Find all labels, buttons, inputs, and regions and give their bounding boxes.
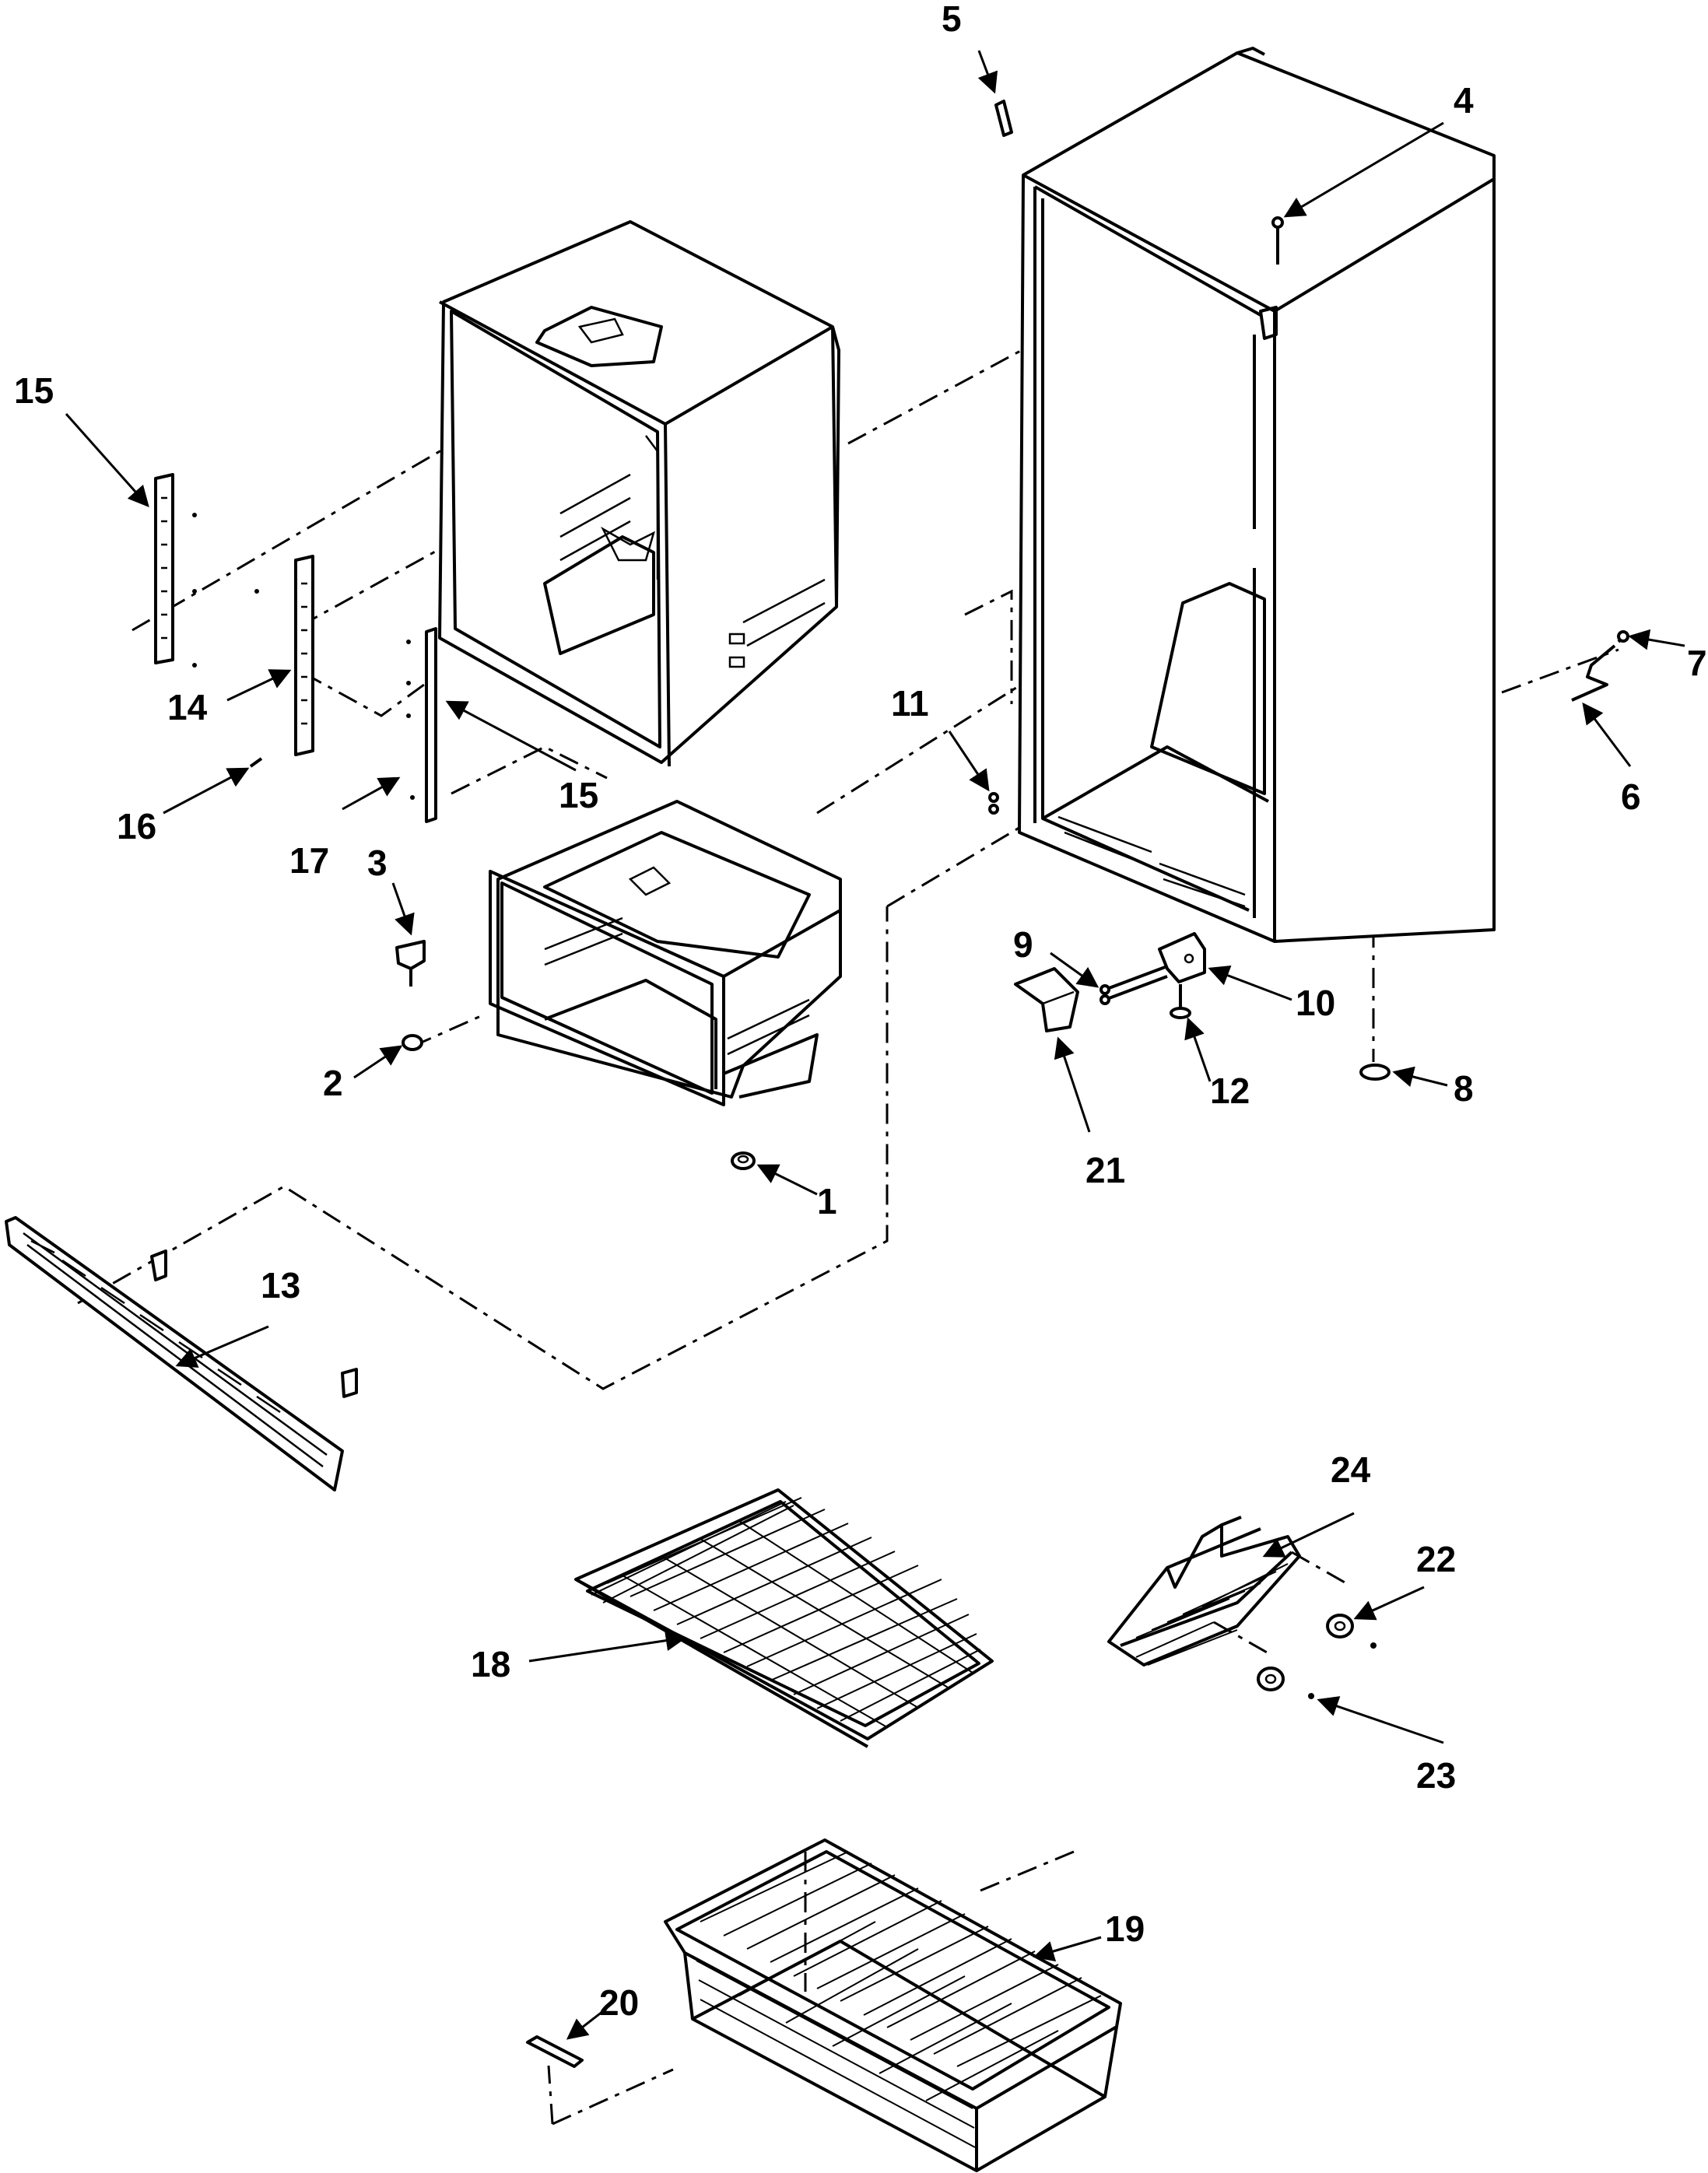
part-15-track-right — [406, 627, 437, 823]
part-24-rack — [1107, 1516, 1301, 1667]
callout-8: 8 — [1454, 1068, 1474, 1109]
part-3-fastener — [395, 940, 426, 987]
callout-20: 20 — [599, 1982, 639, 2023]
callout-leaders — [65, 50, 1685, 2040]
part-10-hinge — [1158, 932, 1206, 983]
callout-15-upper: 15 — [14, 370, 54, 411]
part-18-wire-shelf — [574, 1488, 994, 1748]
callout-21: 21 — [1085, 1150, 1125, 1190]
callout-12: 12 — [1210, 1071, 1250, 1111]
callout-13: 13 — [261, 1265, 300, 1306]
part-6-tube — [1571, 633, 1628, 702]
part-15-track-left — [154, 473, 197, 668]
callout-24: 24 — [1331, 1449, 1371, 1490]
freezer-liner — [438, 220, 840, 767]
part-22-washer — [1326, 1614, 1377, 1649]
callout-23: 23 — [1416, 1755, 1456, 1796]
callout-14: 14 — [167, 687, 208, 727]
part-5-hinge-pin — [994, 100, 1013, 137]
part-11-screws — [988, 792, 999, 815]
callout-9: 9 — [1013, 924, 1033, 965]
part-16-screw — [249, 757, 263, 768]
callout-10: 10 — [1296, 983, 1335, 1023]
callout-19: 19 — [1105, 1908, 1145, 1949]
part-2-washer — [402, 1034, 423, 1051]
refrigerator-cabinet — [1018, 47, 1496, 943]
callout-3: 3 — [367, 843, 388, 883]
assembly-lines — [77, 275, 1619, 2126]
part-20-clip — [526, 2035, 584, 2068]
callout-2: 2 — [323, 1063, 343, 1103]
callout-1: 1 — [817, 1181, 837, 1221]
callout-5: 5 — [942, 0, 962, 39]
callout-17: 17 — [289, 840, 329, 881]
part-1-foot — [731, 1151, 756, 1170]
callout-7: 7 — [1687, 643, 1707, 683]
callout-11: 11 — [891, 683, 929, 724]
part-7-clip — [1617, 630, 1629, 643]
part-14-track — [254, 555, 314, 756]
part-4-screw — [1271, 216, 1284, 265]
part-8-grommet — [1359, 1064, 1391, 1081]
callout-22: 22 — [1416, 1539, 1456, 1579]
part-12-bolt — [1170, 984, 1191, 1019]
part-23-washer — [1257, 1667, 1314, 1699]
callout-18: 18 — [471, 1644, 510, 1684]
callout-4: 4 — [1454, 80, 1474, 121]
callout-6: 6 — [1621, 776, 1641, 817]
callout-15-lower: 15 — [559, 775, 598, 815]
callout-16: 16 — [117, 806, 156, 846]
part-19-basket — [664, 1838, 1122, 2172]
part-21-bracket — [1014, 967, 1079, 1032]
lower-liner — [489, 800, 842, 1106]
part-13-trim — [5, 1216, 358, 1491]
callout-labels: 5 4 15 14 16 17 15 3 2 1 13 11 9 10 12 8… — [14, 0, 1707, 2023]
part-9-screws — [1100, 965, 1168, 1005]
